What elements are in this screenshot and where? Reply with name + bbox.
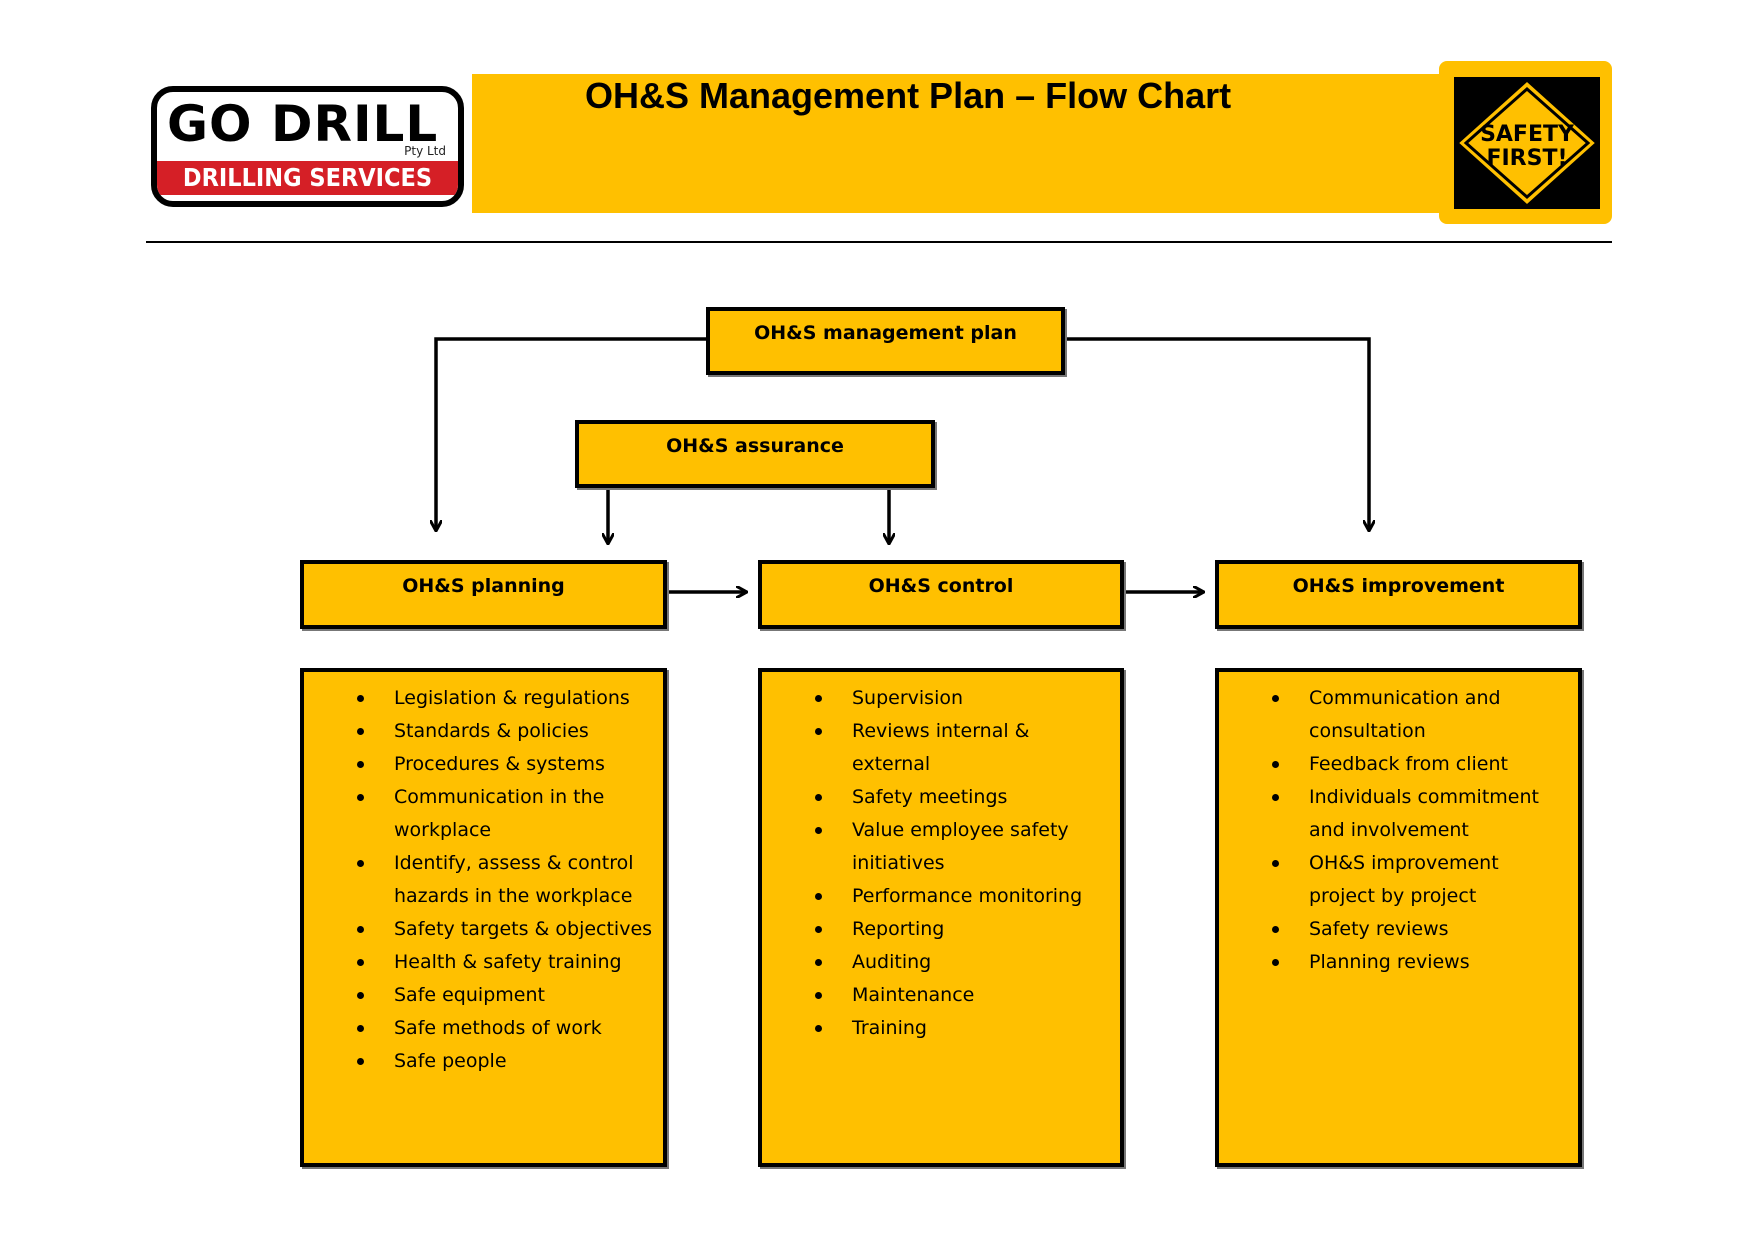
logo-suffix: Pty Ltd [404,144,446,158]
list-item: Planning reviews [1269,946,1570,979]
node-control: OH&S control [758,560,1124,629]
title-bar [472,74,1440,213]
header-divider [146,241,1612,243]
warning-diamond-icon: SAFETY FIRST! [1454,77,1600,209]
list-item: Safety reviews [1269,913,1570,946]
node-improvement: OH&S improvement [1215,560,1582,629]
list-item: Training [812,1012,1112,1045]
node-label: OH&S management plan [754,322,1017,344]
improvement-list: Communication and consultation Feedback … [1269,682,1570,979]
logo-band: DRILLING SERVICES [157,161,458,195]
list-item: Performance monitoring [812,880,1112,913]
edge-plan-to-improvement [1062,337,1369,530]
control-list-box: Supervision Reviews internal & external … [758,668,1124,1167]
list-item: OH&S improvement project by project [1269,847,1570,913]
list-item: Safe people [354,1045,655,1078]
list-item: Communication and consultation [1269,682,1570,748]
node-assurance: OH&S assurance [575,420,935,488]
list-item: Communication in the workplace [354,781,655,847]
list-item: Safe methods of work [354,1012,655,1045]
safety-first-sign: SAFETY FIRST! [1454,77,1600,209]
list-item: Reviews internal & external [812,715,1112,781]
list-item: Identify, assess & control hazards in th… [354,847,655,913]
list-item: Safe equipment [354,979,655,1012]
node-label: OH&S assurance [666,435,844,457]
node-label: OH&S improvement [1292,575,1505,597]
list-item: Health & safety training [354,946,655,979]
list-item: Legislation & regulations [354,682,655,715]
planning-list: Legislation & regulations Standards & po… [354,682,655,1078]
node-planning: OH&S planning [300,560,667,629]
safety-sign-line-1: SAFETY [1480,122,1575,147]
node-label: OH&S planning [402,575,565,597]
list-item: Safety meetings [812,781,1112,814]
planning-list-box: Legislation & regulations Standards & po… [300,668,667,1167]
list-item: Maintenance [812,979,1112,1012]
list-item: Individuals commitment and involvement [1269,781,1570,847]
list-item: Procedures & systems [354,748,655,781]
node-management-plan: OH&S management plan [706,307,1065,375]
list-item: Feedback from client [1269,748,1570,781]
page-title: OH&S Management Plan – Flow Chart [585,75,1232,116]
list-item: Auditing [812,946,1112,979]
node-label: OH&S control [868,575,1014,597]
list-item: Supervision [812,682,1112,715]
improvement-list-box: Communication and consultation Feedback … [1215,668,1582,1167]
safety-sign-line-2: FIRST! [1486,146,1567,171]
list-item: Standards & policies [354,715,655,748]
company-logo: GO DRILL Pty Ltd DRILLING SERVICES [151,86,464,207]
control-list: Supervision Reviews internal & external … [812,682,1112,1045]
list-item: Safety targets & objectives [354,913,655,946]
logo-wordmark: GO DRILL [167,95,439,153]
list-item: Reporting [812,913,1112,946]
list-item: Value employee safety initiatives [812,814,1112,880]
